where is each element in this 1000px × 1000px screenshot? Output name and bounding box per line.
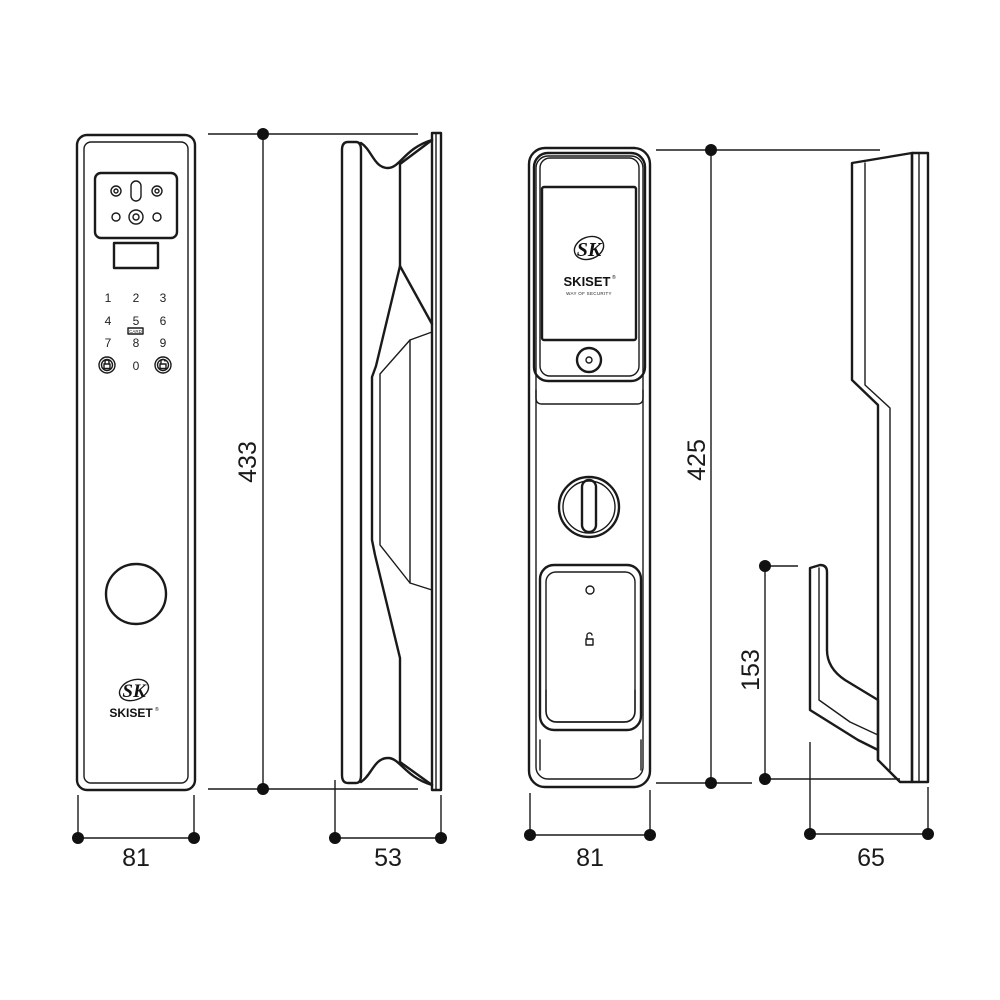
lock1-width-label: 81 <box>122 844 150 872</box>
lock2-height-dimension: 425 <box>656 144 880 789</box>
lock1-height-label: 433 <box>234 441 262 483</box>
key-7: 7 <box>105 336 112 350</box>
lock2-upper-body-profile <box>850 151 914 784</box>
lock2-depth-label: 65 <box>857 844 885 872</box>
lock2-width-dimension: 81 <box>524 790 656 872</box>
lower-handle-pad <box>538 563 643 732</box>
brand-logo: SK SKISET ® <box>109 678 159 720</box>
unlock-key-icon <box>154 356 172 374</box>
lock2-handle-height-dimension: 153 <box>737 560 900 785</box>
touch-screen <box>540 185 638 342</box>
screen-housing <box>532 151 647 383</box>
key-2: 2 <box>133 291 140 305</box>
lock1-side-view <box>340 131 443 792</box>
lock1-depth-dimension: 53 <box>329 780 447 872</box>
ir-led-icon <box>152 212 162 222</box>
screen-brand-name: SKISET <box>564 274 611 289</box>
display-window <box>112 241 160 270</box>
lock2-height-label: 425 <box>683 439 711 481</box>
key-1: 1 <box>105 291 112 305</box>
lock1-side-plate <box>340 140 363 785</box>
sensor-icon <box>151 185 163 197</box>
ir-led-icon <box>111 212 121 222</box>
key-4: 4 <box>105 314 112 328</box>
lock1-handle-profile <box>370 264 434 787</box>
status-led <box>585 585 595 595</box>
lock2-handle-height-label: 153 <box>737 649 765 691</box>
lock1-depth-label: 53 <box>374 844 402 872</box>
sensor-icon <box>110 185 122 197</box>
lock2-outer-body <box>527 146 652 789</box>
fingerprint-button <box>575 346 603 374</box>
registered-mark: ® <box>155 706 159 713</box>
card-reader-label-box <box>127 327 144 335</box>
lock2-side-view <box>808 151 930 784</box>
lock1-handle-top-curve <box>359 138 434 170</box>
camera-panel <box>93 171 179 240</box>
unlock-icon <box>585 632 594 646</box>
lock1-handle-bottom-curve <box>359 756 434 787</box>
screen-brand-monogram: SK <box>577 239 603 261</box>
lock2-front-view: SK SKISET ® WAY OF SECURITY <box>527 146 652 789</box>
lock2-depth-dimension: 65 <box>804 742 934 872</box>
lock2-handle-profile <box>808 563 880 762</box>
lock2-back-plate <box>910 151 930 784</box>
screen-brand-logo: SK SKISET ® WAY OF SECURITY <box>564 235 616 296</box>
thumb-turn-knob <box>557 475 621 539</box>
key-3: 3 <box>160 291 167 305</box>
lock-key-icon <box>98 356 116 374</box>
lock1-height-dimension: 433 <box>208 128 418 795</box>
key-0: 0 <box>133 359 140 373</box>
lock1-inner-bezel <box>83 141 189 784</box>
brand-tagline: WAY OF SECURITY <box>566 291 612 296</box>
lock1-front-view: 1 2 3 4 5 6 CARD 7 8 9 0 <box>75 133 197 792</box>
camera-module <box>93 171 179 240</box>
key-6: 6 <box>160 314 167 328</box>
screen-registered-mark: ® <box>612 274 616 281</box>
key-8: 8 <box>133 336 140 350</box>
key-5: 5 <box>133 314 140 328</box>
keypad: 1 2 3 4 5 6 CARD 7 8 9 0 <box>98 291 172 374</box>
lock2-width-label: 81 <box>576 844 604 872</box>
fingerprint-reader <box>104 562 168 626</box>
card-label: CARD <box>129 329 143 334</box>
lock1-outer-body <box>75 133 197 792</box>
lens-icon <box>130 180 142 202</box>
camera-lens-icon <box>128 209 144 225</box>
lock1-width-dimension: 81 <box>72 795 200 872</box>
brand-name: SKISET <box>109 706 153 720</box>
brand-monogram: SK <box>122 681 147 702</box>
key-9: 9 <box>160 336 167 350</box>
